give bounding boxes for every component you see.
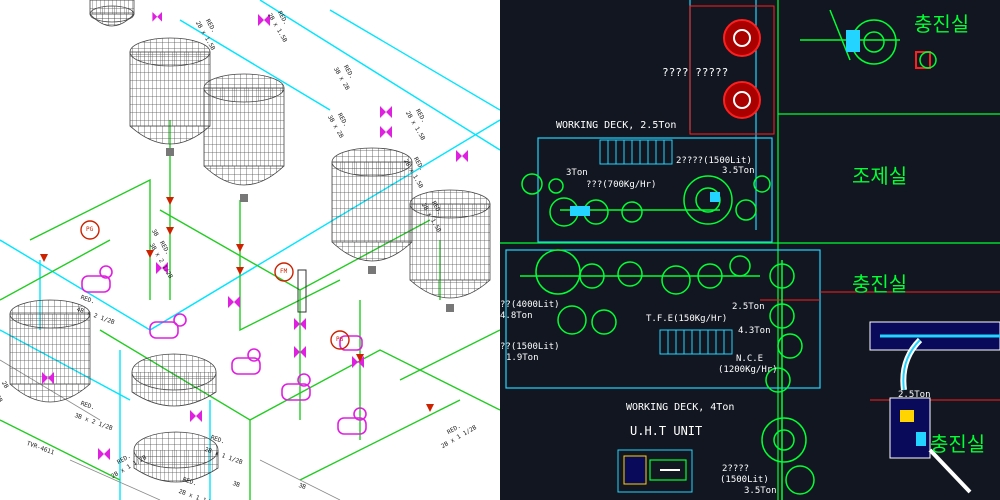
red-equipment-icon [723, 19, 931, 119]
label-capacity: (1200Kg/Hr) [718, 365, 778, 375]
label-capacity: 2???? [722, 464, 750, 474]
label-capacity: (1500Lit) [720, 475, 769, 485]
label: RED. [79, 294, 96, 306]
tank [331, 147, 413, 274]
label-capacity: ??(1500Lit) [500, 342, 560, 352]
label-capacity: T.F.E(150Kg/Hr) [646, 314, 728, 324]
label: RED. [181, 476, 198, 488]
label-capacity: ???(700Kg/Hr) [586, 180, 657, 190]
zone-label-charging: 충진실 [852, 272, 908, 296]
label-uht-unit: U.H.T UNIT [630, 424, 703, 438]
tank [131, 353, 217, 407]
tank [133, 431, 219, 483]
label: 3B [231, 480, 241, 490]
zone-label-mixing: 조제실 [852, 164, 908, 188]
isometric-canvas [0, 0, 500, 500]
valve-icon [42, 12, 468, 460]
label-capacity: 1.9Ton [506, 353, 539, 363]
label-capacity: 2.5Ton [732, 302, 765, 312]
label: 3B [297, 482, 307, 492]
label: 2B [0, 380, 10, 390]
plant-layout-view[interactable]: 충진실 조제실 충진실 충진실 WORKING DECK, 2.5Ton WOR… [500, 0, 1000, 500]
zone-label-charging: 충진실 [930, 432, 986, 456]
label-capacity: 3Ton [566, 168, 588, 178]
tank [9, 299, 91, 403]
label-capacity: 2????(1500Lit) [676, 156, 752, 166]
flowmeter-icon [297, 269, 307, 313]
layout-labels: 충진실 조제실 충진실 충진실 WORKING DECK, 2.5Ton WOR… [500, 0, 1000, 500]
label: TVR-4611 [25, 440, 56, 457]
label-capacity: ??(4000Lit) [500, 300, 560, 310]
label: 3B [149, 228, 160, 238]
label-capacity: N.C.E [736, 354, 764, 364]
label: PG [336, 336, 344, 343]
label: RED. [79, 400, 96, 412]
label-capacity: 3.5Ton [722, 166, 755, 176]
tank [409, 189, 491, 312]
tank [89, 0, 135, 27]
label-capacity: 4.8Ton [500, 311, 533, 321]
label-capacity: 4.3Ton [738, 326, 771, 336]
label: 2B x 1 1/2B [203, 446, 244, 467]
stairs-icon [599, 139, 733, 355]
left-labels: RED. 2B x 1.5B RED. 2B x 1.5B RED. 3B x … [0, 10, 478, 500]
label: FM [280, 268, 288, 275]
tank [203, 73, 285, 202]
label-working-deck: WORKING DECK, 2.5Ton [556, 120, 677, 131]
flow-arrow-icon [40, 197, 434, 412]
uht-unit-icon [617, 449, 693, 493]
label: 3B x 2 1/2B [73, 412, 114, 433]
label: 2B x 1 1/2B [177, 488, 218, 500]
tank [129, 37, 211, 156]
label: PG [86, 226, 94, 233]
label-capacity: 2.5Ton [898, 390, 931, 400]
pump-icon [81, 265, 367, 435]
filling-line [869, 321, 1000, 494]
label: 4B x 2 1/2B [75, 306, 116, 327]
label-capacity: 3.5Ton [744, 486, 777, 496]
label: 2B [0, 394, 4, 404]
isometric-piping-view[interactable]: RED. 2B x 1.5B RED. 2B x 1.5B RED. 3B x … [0, 0, 500, 500]
label-unknown: ???? ????? [662, 66, 729, 79]
label-working-deck: WORKING DECK, 4Ton [626, 402, 735, 413]
gauge-icon [80, 220, 350, 350]
label: RED. [209, 434, 226, 446]
equipment-detail [570, 30, 860, 216]
layout-canvas [500, 0, 1000, 500]
zone-label-charging: 충진실 [914, 12, 970, 36]
